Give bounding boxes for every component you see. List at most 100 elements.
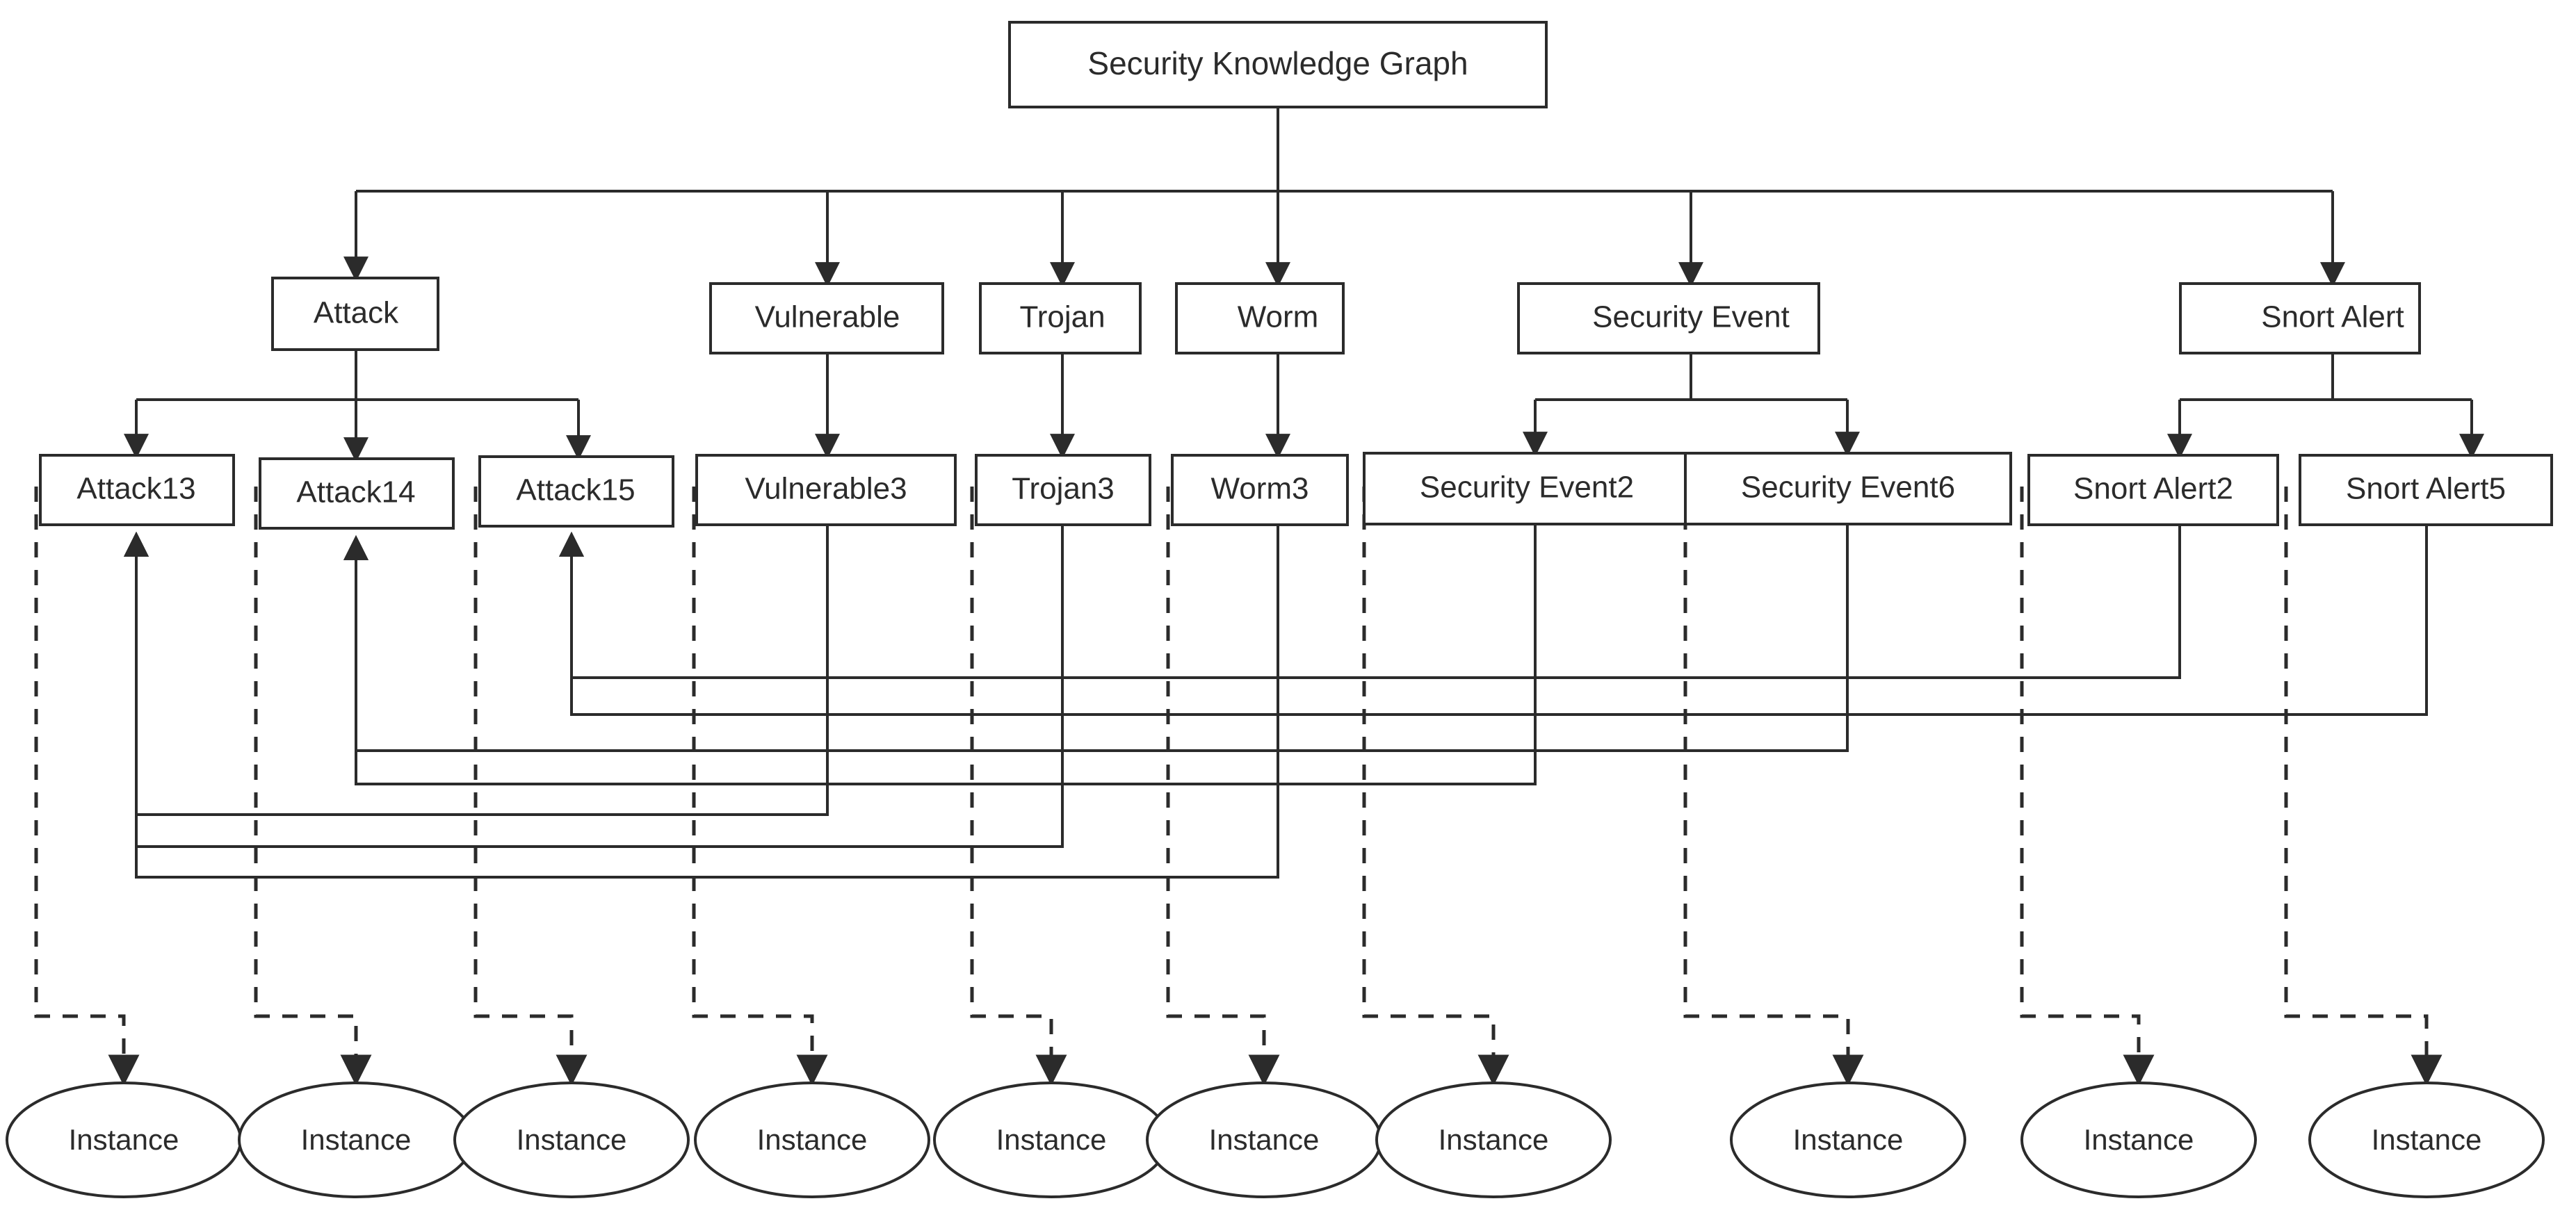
- entity-box-snortalert2[interactable]: [2027, 454, 2279, 526]
- node-entity-attack13[interactable]: Attack13: [39, 454, 235, 526]
- instance-label-8: Instance: [1793, 1123, 1904, 1156]
- edge-instance-attack14: [254, 487, 372, 1086]
- root-box[interactable]: [1008, 21, 1548, 108]
- instance-label-3: Instance: [517, 1123, 627, 1156]
- edges-instance-links: [34, 487, 2443, 1086]
- node-category-attack[interactable]: Attack: [271, 277, 439, 351]
- node-entity-attack14[interactable]: Attack14: [259, 457, 455, 530]
- instance-label-1: Instance: [69, 1123, 179, 1156]
- node-entity-trojan3[interactable]: Trojan3: [975, 454, 1151, 526]
- category-label-worm: Worm: [1238, 300, 1319, 334]
- edge-relation-snortalert2-attack15: [559, 521, 2181, 679]
- edges-cross-relations: [124, 521, 2428, 879]
- node-entity-securityevent6[interactable]: Security Event6: [1684, 452, 2012, 525]
- entity-box-trojan3[interactable]: [975, 454, 1151, 526]
- entity-label-attack13: Attack13: [76, 472, 195, 506]
- node-instance-9[interactable]: Instance: [2020, 1082, 2257, 1198]
- node-entity-snortalert2[interactable]: Snort Alert2: [2027, 454, 2279, 526]
- entity-box-securityevent2[interactable]: [1363, 452, 1691, 525]
- node-entity-vulnerable3[interactable]: Vulnerable3: [695, 454, 957, 526]
- edge-instance-attack15: [473, 487, 588, 1086]
- instance-label-5: Instance: [996, 1123, 1107, 1156]
- entity-label-vulnerable3: Vulnerable3: [745, 472, 907, 506]
- category-box-snort-alert[interactable]: [2179, 282, 2421, 354]
- node-instance-6[interactable]: Instance: [1146, 1082, 1382, 1198]
- entity-box-attack13[interactable]: [39, 454, 235, 526]
- instance-ellipse-10[interactable]: [2308, 1082, 2545, 1198]
- edge-instance-attack13: [34, 487, 140, 1086]
- category-label-security-event: Security Event: [1592, 300, 1790, 334]
- node-entity-snortalert5[interactable]: Snort Alert5: [2299, 454, 2553, 526]
- node-instance-10[interactable]: Instance: [2308, 1082, 2545, 1198]
- instance-label-9: Instance: [2084, 1123, 2194, 1156]
- node-entity-securityevent2[interactable]: Security Event2: [1363, 452, 1691, 525]
- node-category-vulnerable[interactable]: Vulnerable: [709, 282, 944, 354]
- node-entity-attack15[interactable]: Attack15: [478, 455, 674, 528]
- node-category-security-event[interactable]: Security Event: [1517, 282, 1820, 354]
- node-instance-4[interactable]: Instance: [694, 1082, 930, 1198]
- entity-label-attack15: Attack15: [516, 473, 635, 507]
- edge-relation-securityevent6-attack14: [343, 521, 1849, 752]
- edge-relation-trojan3-attack13: [124, 521, 1064, 848]
- node-instance-1[interactable]: Instance: [6, 1082, 242, 1198]
- category-box-vulnerable[interactable]: [709, 282, 944, 354]
- edge-instance-vulnerable3: [692, 487, 828, 1086]
- node-instance-2[interactable]: Instance: [238, 1082, 474, 1198]
- edges-security-event-children: [1523, 350, 1860, 457]
- node-entity-worm3[interactable]: Worm3: [1171, 454, 1349, 526]
- category-box-trojan[interactable]: [979, 282, 1142, 354]
- node-category-snort-alert[interactable]: Snort Alert: [2179, 282, 2421, 354]
- instance-ellipse-7[interactable]: [1375, 1082, 1612, 1198]
- instance-ellipse-8[interactable]: [1730, 1082, 1966, 1198]
- instance-ellipse-3[interactable]: [453, 1082, 690, 1198]
- entity-label-attack14: Attack14: [296, 475, 415, 509]
- entity-label-worm3: Worm3: [1211, 472, 1309, 506]
- category-box-security-event[interactable]: [1517, 282, 1820, 354]
- edges-snort-alert-children: [2167, 350, 2484, 459]
- category-label-snort-alert: Snort Alert: [2261, 300, 2404, 334]
- edge-instance-worm3: [1166, 487, 1280, 1086]
- edge-relation-snortalert5-attack15: [559, 521, 2428, 716]
- edge-relation-vulnerable3-attack13: [124, 521, 829, 816]
- entity-box-worm3[interactable]: [1171, 454, 1349, 526]
- node-instance-8[interactable]: Instance: [1730, 1082, 1966, 1198]
- instance-ellipse-9[interactable]: [2020, 1082, 2257, 1198]
- category-box-attack[interactable]: [271, 277, 439, 351]
- edge-relation-worm3-attack13: [124, 521, 1279, 879]
- root-label: Security Knowledge Graph: [1087, 45, 1468, 81]
- instance-label-4: Instance: [757, 1123, 868, 1156]
- entity-box-attack14[interactable]: [259, 457, 455, 530]
- edges-attack-children: [124, 350, 591, 463]
- node-instance-7[interactable]: Instance: [1375, 1082, 1612, 1198]
- edge-relation-securityevent2-attack14: [343, 521, 1537, 785]
- entity-label-trojan3: Trojan3: [1012, 472, 1115, 506]
- entity-label-securityevent2: Security Event2: [1420, 471, 1634, 505]
- entity-box-attack15[interactable]: [478, 455, 674, 528]
- category-label-trojan: Trojan: [1019, 300, 1105, 334]
- edge-instance-securityevent6: [1683, 487, 1864, 1086]
- instance-label-7: Instance: [1439, 1123, 1549, 1156]
- category-label-vulnerable: Vulnerable: [755, 300, 900, 334]
- entity-label-snortalert2: Snort Alert2: [2073, 472, 2233, 506]
- instance-label-2: Instance: [301, 1123, 412, 1156]
- edge-instance-snortalert5: [2284, 487, 2443, 1086]
- entity-label-snortalert5: Snort Alert5: [2346, 472, 2506, 506]
- entity-box-snortalert5[interactable]: [2299, 454, 2553, 526]
- category-label-attack: Attack: [314, 296, 399, 330]
- node-category-trojan[interactable]: Trojan: [979, 282, 1142, 354]
- node-instance-5[interactable]: Instance: [933, 1082, 1169, 1198]
- edge-instance-trojan3: [970, 487, 1067, 1086]
- entity-box-securityevent6[interactable]: [1684, 452, 2012, 525]
- node-root[interactable]: Security Knowledge Graph: [1008, 21, 1548, 108]
- instance-label-6: Instance: [1209, 1123, 1320, 1156]
- edge-instance-securityevent2: [1362, 487, 1509, 1086]
- entity-box-vulnerable3[interactable]: [695, 454, 957, 526]
- category-box-worm[interactable]: [1175, 282, 1345, 354]
- entity-label-securityevent6: Security Event6: [1741, 471, 1955, 505]
- edge-instance-snortalert2: [2020, 487, 2155, 1086]
- node-category-worm[interactable]: Worm: [1175, 282, 1345, 354]
- instance-ellipse-4[interactable]: [694, 1082, 930, 1198]
- node-instance-3[interactable]: Instance: [453, 1082, 690, 1198]
